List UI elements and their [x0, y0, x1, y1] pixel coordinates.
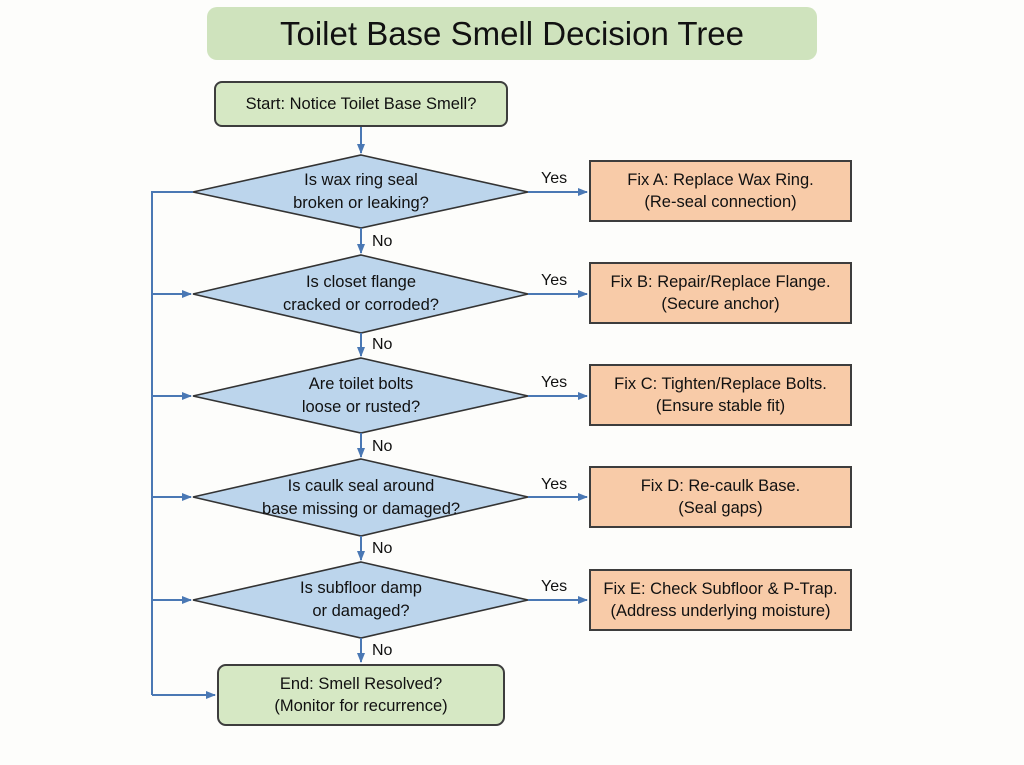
connector-left-loop: [151, 191, 193, 695]
yes-label-4: Yes: [541, 476, 568, 493]
no-label-2: No: [372, 336, 393, 353]
end-node: End: Smell Resolved? (Monitor for recurr…: [217, 664, 505, 726]
yes-label-1: Yes: [541, 170, 568, 187]
decision-label-2: Is closet flange cracked or corroded?: [283, 273, 439, 314]
fix-box-b: Fix B: Repair/Replace Flange. (Secure an…: [589, 262, 852, 324]
decision-label-3: Are toilet bolts loose or rusted?: [301, 375, 421, 416]
yes-label-3: Yes: [541, 374, 568, 391]
decision-label-5: Is subfloor damp or damaged?: [300, 579, 422, 620]
fix-box-c: Fix C: Tighten/Replace Bolts. (Ensure st…: [589, 364, 852, 426]
yes-label-2: Yes: [541, 272, 568, 289]
diagram-title: Toilet Base Smell Decision Tree: [207, 7, 817, 60]
decision-label-1: Is wax ring seal broken or leaking?: [293, 171, 429, 212]
start-node-text: Start: Notice Toilet Base Smell?: [245, 95, 477, 113]
no-label-4: No: [372, 540, 393, 557]
fix-box-a: Fix A: Replace Wax Ring. (Re-seal connec…: [589, 160, 852, 222]
decision-label-4: Is caulk seal around base missing or dam…: [261, 477, 461, 518]
fix-box-d: Fix D: Re-caulk Base. (Seal gaps): [589, 466, 852, 528]
yes-label-5: Yes: [541, 578, 568, 595]
no-label-5: No: [372, 642, 393, 659]
start-node: Start: Notice Toilet Base Smell?: [214, 81, 508, 127]
fix-box-e: Fix E: Check Subfloor & P-Trap. (Address…: [589, 569, 852, 631]
no-label-3: No: [372, 438, 393, 455]
no-label-1: No: [372, 233, 393, 250]
